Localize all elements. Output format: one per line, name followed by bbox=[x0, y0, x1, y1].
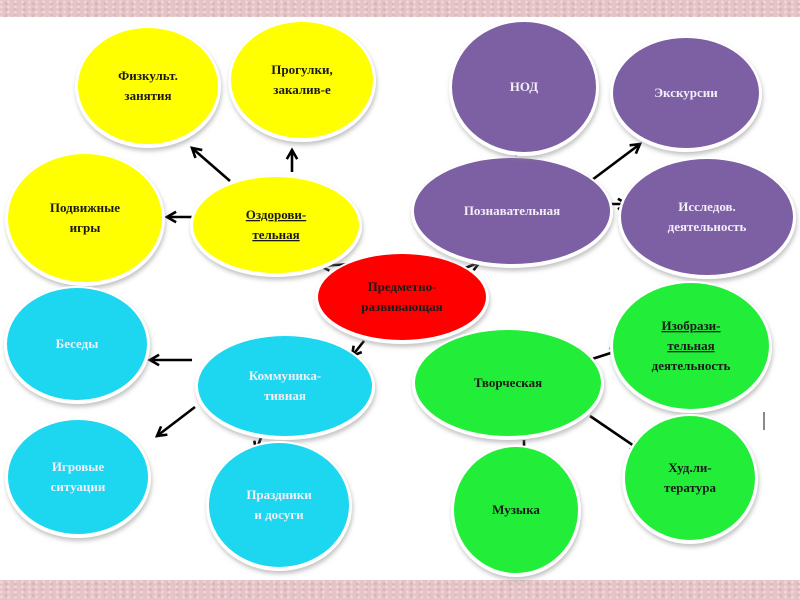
node-literature: Худ.ли-тература bbox=[622, 414, 758, 544]
node-ellipse bbox=[8, 420, 148, 534]
node-ellipse bbox=[78, 28, 218, 144]
node-research: Исследов. деятельность bbox=[618, 157, 796, 279]
node-ellipse bbox=[193, 177, 359, 273]
node-label-line: Творческая bbox=[474, 375, 542, 390]
node-label-line: и досуги bbox=[254, 507, 304, 522]
node-label-line: деятельность bbox=[668, 219, 747, 234]
node-ellipse bbox=[209, 443, 349, 567]
node-label-line: игры bbox=[70, 220, 101, 235]
arrow-health-to-phys bbox=[190, 146, 231, 182]
node-health: Оздорови-тельная bbox=[190, 175, 362, 277]
node-ellipse bbox=[231, 22, 373, 138]
arrow-creative-to-literature bbox=[589, 414, 643, 452]
node-label-line: Исследов. bbox=[678, 199, 736, 214]
node-label-line: Оздорови- bbox=[246, 207, 306, 222]
node-center: Предметно-развивающая bbox=[315, 252, 489, 344]
node-label-line: Изобрази- bbox=[661, 318, 720, 333]
node-talks: Беседы bbox=[4, 286, 150, 404]
node-phys: Физкульт. занятия bbox=[75, 26, 221, 148]
node-label-line: Прогулки, bbox=[271, 62, 332, 77]
node-label-line: тивная bbox=[264, 388, 306, 403]
node-label-line: Экскурсии bbox=[654, 85, 718, 100]
node-label-line: развивающая bbox=[361, 299, 442, 314]
node-ellipse bbox=[454, 447, 578, 573]
node-holidays: Праздники и досуги bbox=[206, 441, 352, 571]
node-label-line: НОД bbox=[510, 79, 539, 94]
node-creative: Творческая bbox=[412, 328, 604, 440]
node-ellipse bbox=[625, 416, 755, 540]
node-label-line: закалив-е bbox=[273, 82, 331, 97]
node-label-line: ситуации bbox=[51, 479, 106, 494]
node-label-line: тература bbox=[664, 480, 716, 495]
node-label-line: Предметно- bbox=[368, 279, 437, 294]
node-nod: НОД bbox=[449, 20, 599, 156]
node-label-line: Худ.ли- bbox=[668, 460, 712, 475]
arrow-communicative-to-play bbox=[154, 405, 196, 438]
node-play: Игровые ситуации bbox=[5, 418, 151, 538]
node-music: Музыка bbox=[451, 445, 581, 577]
node-label-line: Игровые bbox=[52, 459, 105, 474]
node-ellipse bbox=[415, 330, 601, 436]
node-label-line: занятия bbox=[124, 88, 171, 103]
node-label-line: Музыка bbox=[492, 502, 540, 517]
node-label-line: тельная bbox=[667, 338, 714, 353]
node-ellipse bbox=[7, 288, 147, 400]
node-ellipse bbox=[414, 158, 610, 264]
node-ellipse bbox=[8, 154, 162, 282]
top-decorative-band bbox=[0, 0, 800, 17]
node-games: Подвижные игры bbox=[5, 152, 165, 286]
text-cursor-mark bbox=[763, 412, 765, 430]
node-cognitive: Познавательная bbox=[411, 156, 613, 268]
node-label-line: Подвижные bbox=[50, 200, 120, 215]
node-label-line: Беседы bbox=[56, 336, 99, 351]
node-ellipse bbox=[198, 336, 372, 436]
node-label-line: деятельность bbox=[652, 358, 731, 373]
bottom-decorative-band bbox=[0, 580, 800, 600]
node-art: Изобрази-тельная деятельность bbox=[610, 281, 772, 413]
node-ellipse bbox=[452, 22, 596, 152]
node-label-line: Познавательная bbox=[464, 203, 560, 218]
node-communicative: Коммуника-тивная bbox=[195, 334, 375, 440]
node-ellipse bbox=[613, 38, 759, 148]
node-label-line: Праздники bbox=[246, 487, 312, 502]
node-walks: Прогулки, закалив-е bbox=[228, 20, 376, 142]
node-excursions: Экскурсии bbox=[610, 36, 762, 152]
node-label-line: тельная bbox=[252, 227, 299, 242]
node-label-line: Коммуника- bbox=[249, 368, 321, 383]
node-ellipse bbox=[318, 254, 486, 340]
node-label-line: Физкульт. bbox=[118, 68, 178, 83]
node-ellipse bbox=[613, 283, 769, 409]
nodes-layer: Предметно-развивающаяОздорови-тельнаяФиз… bbox=[4, 20, 796, 577]
node-ellipse bbox=[621, 159, 793, 275]
